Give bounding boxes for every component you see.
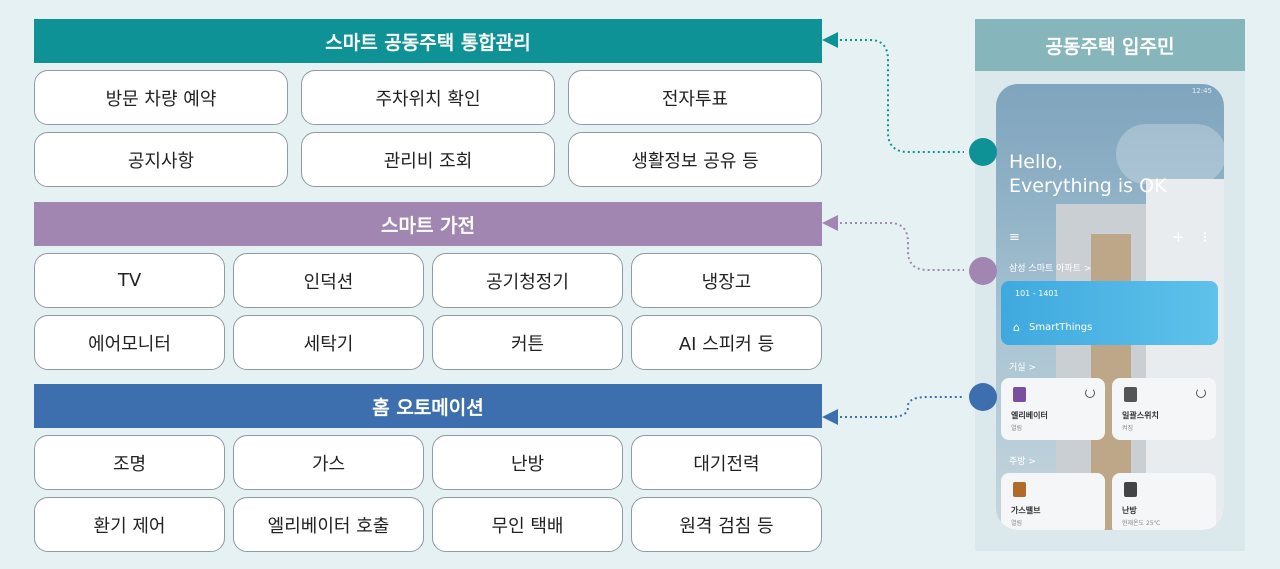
feature-cell: 환기 제어 xyxy=(34,497,225,552)
home-name[interactable]: 삼성 스마트 아파트 > xyxy=(1009,264,1092,274)
device-status: 열림 xyxy=(1011,425,1023,432)
feature-cell: 조명 xyxy=(34,435,225,490)
feature-cell: 전자투표 xyxy=(568,70,822,125)
home-card[interactable]: 101 - 1401 ⌂ SmartThings xyxy=(1001,281,1218,345)
room-label[interactable]: 거실 > xyxy=(1009,363,1036,373)
feature-cell: 생활정보 공유 등 xyxy=(568,132,822,187)
section-title: 스마트 가전 xyxy=(380,214,475,237)
device-card[interactable]: 가스밸브 열림 xyxy=(1001,473,1105,530)
feature-cell: 대기전력 xyxy=(631,435,822,490)
feature-cell: 가스 xyxy=(233,435,424,490)
device-card[interactable]: 일괄스위치 켜짐 xyxy=(1112,378,1216,440)
greeting-line2: Everything is OK xyxy=(1009,175,1167,197)
connector-dot-complex xyxy=(969,138,997,166)
thermometer-icon xyxy=(1124,482,1137,497)
card-unit: 101 - 1401 xyxy=(1015,289,1059,298)
device-name: 엘리베이터 xyxy=(1011,411,1048,420)
connector-arrow-automation xyxy=(822,396,964,425)
feature-cell: 무인 택배 xyxy=(432,497,623,552)
feature-cell: 관리비 조회 xyxy=(301,132,555,187)
device-name: 일괄스위치 xyxy=(1122,411,1159,420)
feature-cell: 난방 xyxy=(432,435,623,490)
power-icon[interactable] xyxy=(1085,388,1095,398)
gas-valve-icon xyxy=(1013,482,1026,497)
device-name: 난방 xyxy=(1122,506,1137,515)
power-icon[interactable] xyxy=(1196,388,1206,398)
connector-dot-automation xyxy=(969,383,997,411)
device-card[interactable]: 엘리베이터 열림 xyxy=(1001,378,1105,440)
feature-cell: 주차위치 확인 xyxy=(301,70,555,125)
feature-cell: 인덕션 xyxy=(233,253,424,308)
feature-cell: 커튼 xyxy=(432,315,623,370)
section-banner-complex: 스마트 공동주택 통합관리 xyxy=(34,19,822,63)
connector-arrow-complex xyxy=(822,32,964,153)
connector-arrow-appliances xyxy=(822,215,964,271)
phone-mockup: 12:45 Hello, Everything is OK ≡ + ⋮ 삼성 스… xyxy=(996,84,1224,530)
feature-cell: TV xyxy=(34,253,225,308)
feature-cell: 에어모니터 xyxy=(34,315,225,370)
plus-icon[interactable]: + xyxy=(1172,228,1185,246)
device-status: 현재온도 25℃ xyxy=(1122,520,1161,527)
feature-cell: 공기청정기 xyxy=(432,253,623,308)
elevator-icon xyxy=(1013,387,1026,402)
device-status: 켜짐 xyxy=(1122,425,1134,432)
feature-cell: 엘리베이터 호출 xyxy=(233,497,424,552)
greeting-line1: Hello, xyxy=(1009,151,1064,173)
feature-cell: 원격 검침 등 xyxy=(631,497,822,552)
feature-cell: 방문 차량 예약 xyxy=(34,70,288,125)
panel-title: 공동주택 입주민 xyxy=(975,19,1245,71)
card-brand: SmartThings xyxy=(1029,322,1093,333)
section-banner-automation: 홈 오토메이션 xyxy=(34,384,822,428)
status-time: 12:45 xyxy=(1191,87,1212,95)
section-banner-appliances: 스마트 가전 xyxy=(34,202,822,246)
cloud-shape xyxy=(1116,124,1224,184)
connector-dot-appliances xyxy=(969,257,997,285)
room-label[interactable]: 주방 > xyxy=(1009,457,1036,467)
section-title: 홈 오토메이션 xyxy=(372,396,484,419)
building-shape xyxy=(1146,179,1224,530)
more-vertical-icon[interactable]: ⋮ xyxy=(1199,230,1211,244)
smartthings-icon: ⌂ xyxy=(1013,321,1020,334)
device-name: 가스밸브 xyxy=(1011,506,1041,515)
switch-icon xyxy=(1124,387,1137,402)
section-title: 스마트 공동주택 통합관리 xyxy=(325,31,531,54)
feature-cell: 공지사항 xyxy=(34,132,288,187)
feature-cell: 세탁기 xyxy=(233,315,424,370)
feature-cell: 냉장고 xyxy=(631,253,822,308)
device-card[interactable]: 난방 현재온도 25℃ xyxy=(1112,473,1216,530)
device-status: 열림 xyxy=(1011,520,1023,527)
feature-cell: AI 스피커 등 xyxy=(631,315,822,370)
hamburger-icon[interactable]: ≡ xyxy=(1009,230,1020,245)
